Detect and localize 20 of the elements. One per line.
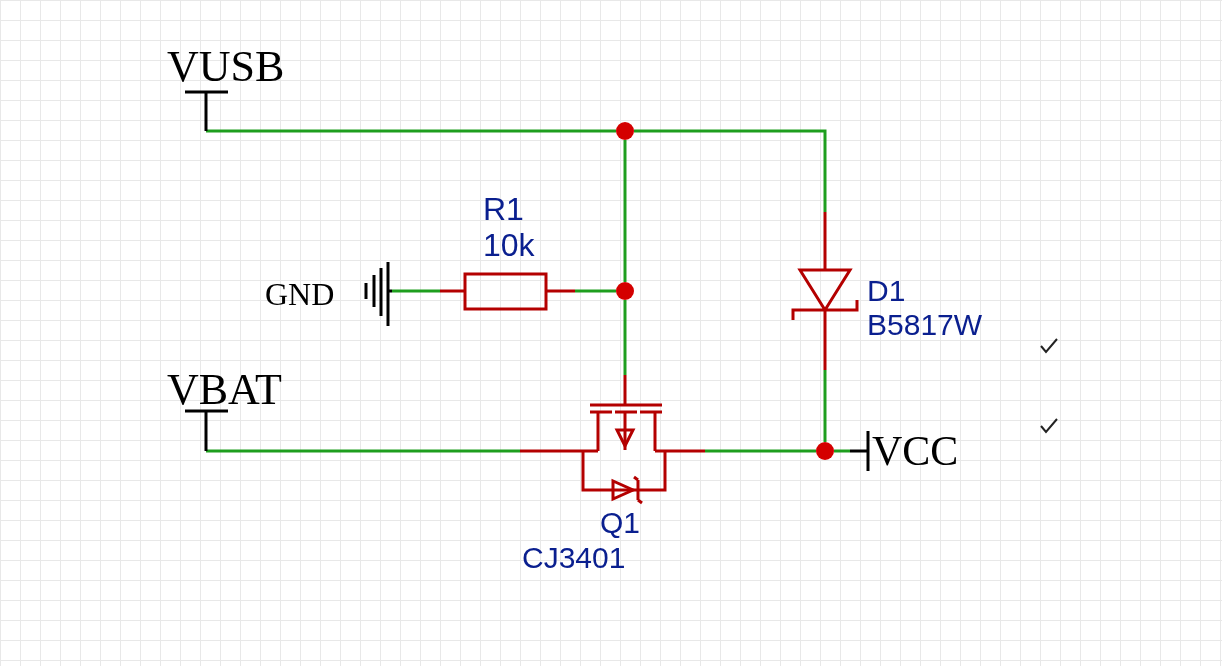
wire: [206, 129, 616, 133]
wire: [392, 289, 440, 293]
net-label: GND: [265, 278, 335, 310]
net-label: VBAT: [167, 368, 282, 412]
reference-designator: R1: [483, 193, 524, 225]
wire: [634, 129, 827, 212]
wire: [705, 449, 816, 453]
reference-designator: D1: [867, 276, 906, 306]
net-label: VUSB: [167, 45, 285, 89]
wire: [206, 449, 520, 453]
net-label: VCC: [872, 430, 959, 472]
reference-designator: Q1: [600, 508, 641, 538]
wire: [623, 300, 627, 375]
part-number: CJ3401: [522, 543, 626, 573]
wire: [575, 289, 616, 293]
component-value: 10k: [483, 229, 535, 261]
part-number: B5817W: [867, 310, 983, 340]
wire: [623, 140, 627, 282]
wire: [834, 449, 850, 453]
wire: [823, 370, 827, 442]
